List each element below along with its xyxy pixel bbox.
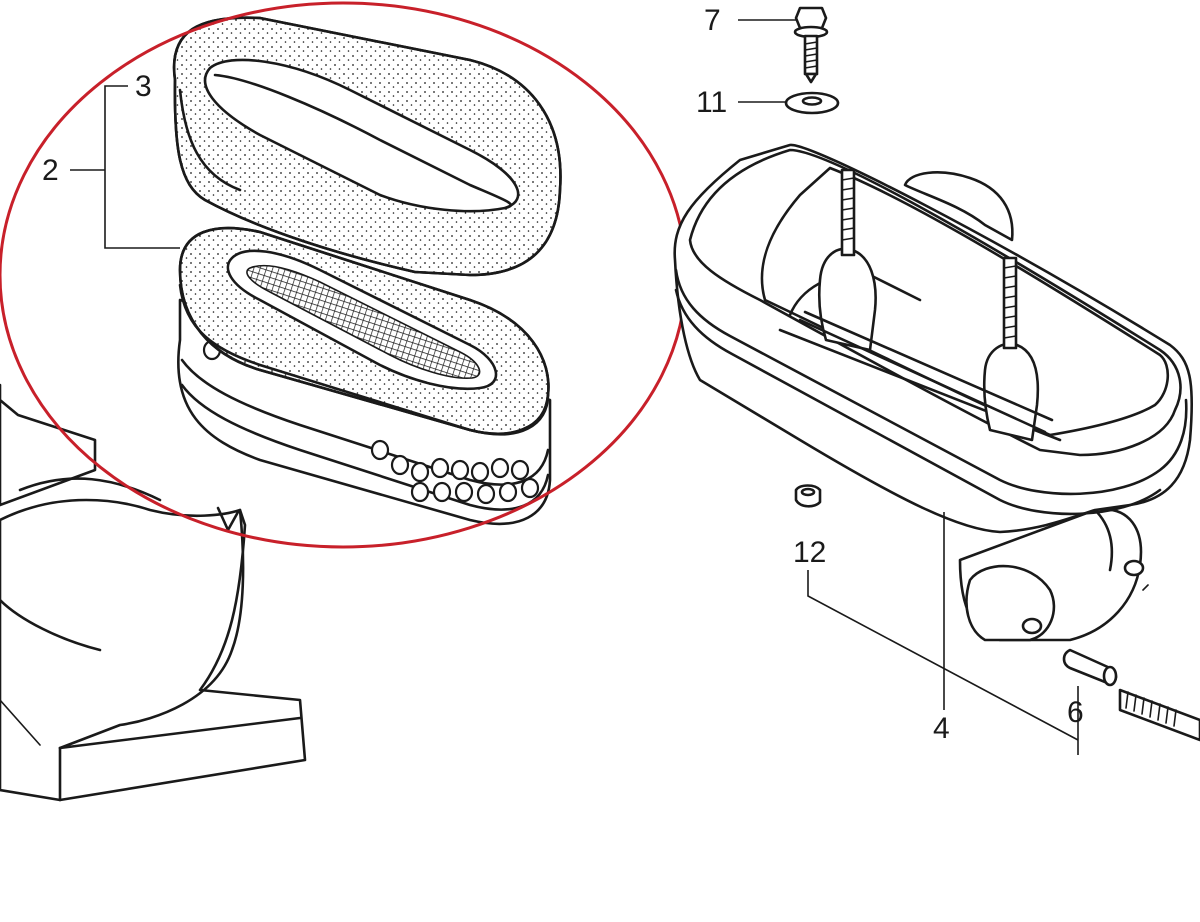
callout-6: 6 <box>1067 696 1084 729</box>
callout-4: 4 <box>933 712 950 745</box>
callout-11: 11 <box>696 86 727 119</box>
callout-2: 2 <box>42 154 59 187</box>
air-guide-duct <box>0 383 307 802</box>
bolt-part <box>793 6 829 84</box>
nut-part <box>794 484 822 508</box>
air-cleaner-case <box>673 143 1194 642</box>
callout-labels: 3 2 7 11 12 4 6 <box>42 4 1084 745</box>
paper-filter-element <box>177 226 552 526</box>
foam-pre-filter <box>172 16 562 277</box>
callout-3: 3 <box>135 70 152 103</box>
collar-part <box>1062 648 1200 742</box>
callout-7: 7 <box>704 4 721 37</box>
callout-12: 12 <box>793 536 826 569</box>
leader-lines <box>70 19 1079 755</box>
washer-part <box>784 91 840 115</box>
